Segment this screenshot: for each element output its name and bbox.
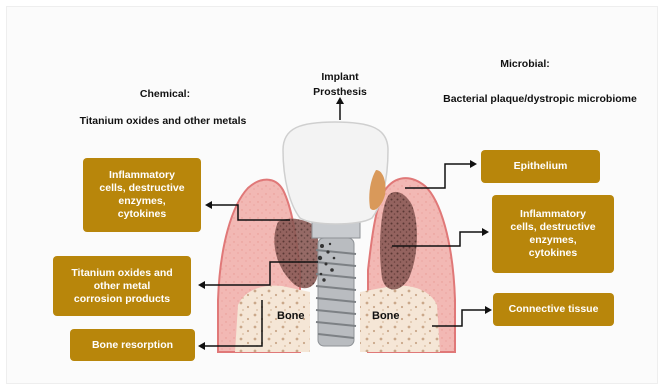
bone-label-left: Bone (277, 310, 305, 322)
box-connective-tissue: Connective tissue (493, 293, 614, 326)
box-inflammatory-right: Inflammatory cells, destructive enzymes,… (492, 195, 614, 273)
box-epithelium: Epithelium (481, 150, 600, 183)
box-bone-resorption: Bone resorption (70, 329, 195, 361)
box-corrosion-products: Titanium oxides and other metal corrosio… (53, 256, 191, 316)
implant-screw (316, 238, 356, 346)
bone-label-right: Bone (372, 310, 400, 322)
box-inflammatory-left: Inflammatory cells, destructive enzymes,… (83, 158, 201, 232)
